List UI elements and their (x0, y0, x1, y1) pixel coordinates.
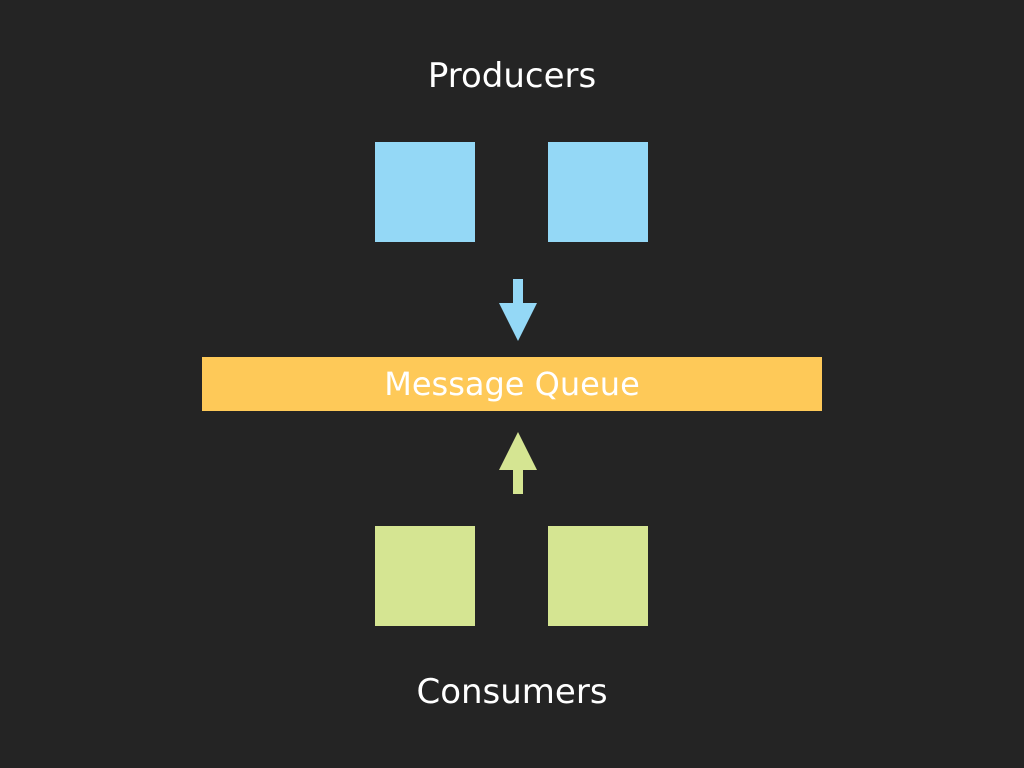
arrow-down-icon (499, 279, 537, 341)
arrow-up-icon (499, 432, 537, 494)
consumer-box (548, 526, 648, 626)
message-queue-bar: Message Queue (202, 357, 822, 411)
producer-box (375, 142, 475, 242)
producer-box (548, 142, 648, 242)
consumers-label: Consumers (416, 672, 608, 712)
producers-label: Producers (427, 56, 597, 96)
consumer-box (375, 526, 475, 626)
message-queue-label: Message Queue (384, 365, 640, 403)
